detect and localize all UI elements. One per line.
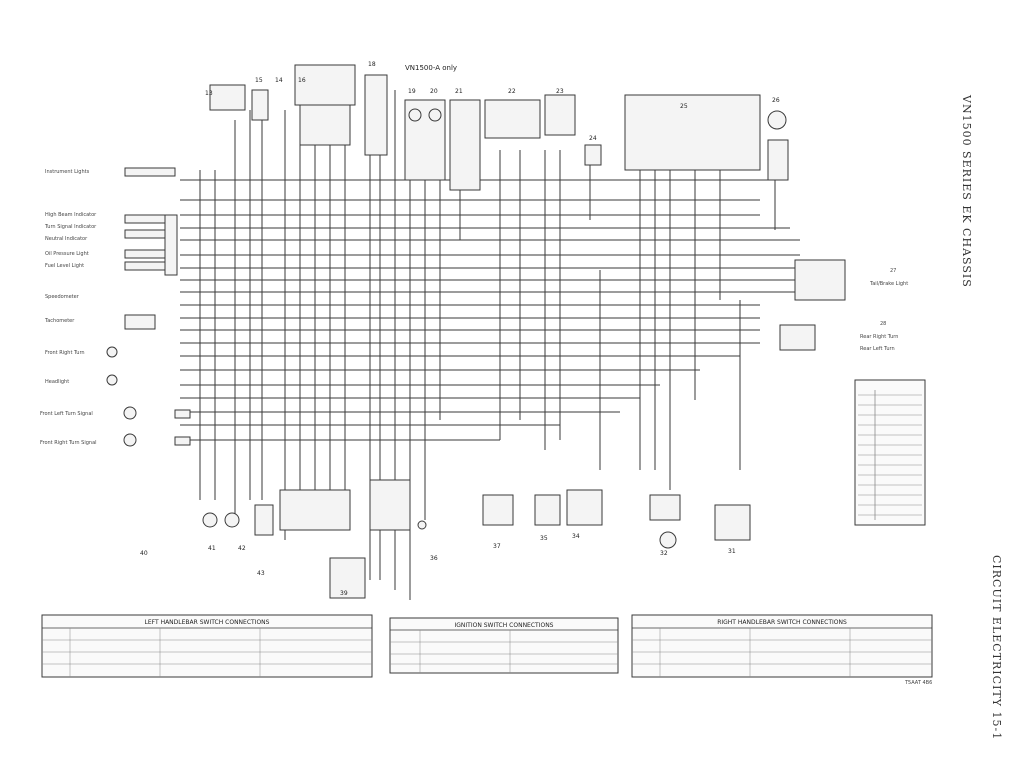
- right-labels: 27 Tail/Brake Light 28 Rear Right Turn R…: [860, 268, 908, 352]
- table-right-title: RIGHT HANDLEBAR SWITCH CONNECTIONS: [717, 619, 847, 626]
- svg-text:19: 19: [408, 88, 416, 95]
- top-components: [209, 64, 789, 191]
- left-labels: Instrument Lights High Beam Indicator Tu…: [40, 169, 97, 446]
- svg-text:Headlight: Headlight: [45, 379, 69, 385]
- svg-text:16: 16: [298, 77, 306, 84]
- svg-text:36: 36: [430, 555, 438, 562]
- svg-text:35: 35: [540, 535, 548, 542]
- svg-text:Turn Signal Indicator: Turn Signal Indicator: [44, 224, 97, 230]
- svg-text:28: 28: [880, 321, 886, 327]
- svg-text:Tachometer: Tachometer: [44, 318, 75, 324]
- right-connectors: [779, 259, 846, 351]
- svg-text:43: 43: [257, 570, 265, 577]
- svg-text:14: 14: [275, 77, 283, 84]
- svg-text:26: 26: [772, 97, 780, 104]
- svg-text:22: 22: [508, 88, 516, 95]
- svg-text:37: 37: [493, 543, 501, 550]
- svg-text:High Beam Indicator: High Beam Indicator: [45, 212, 97, 218]
- left-connectors: [106, 167, 191, 447]
- top-note: VN1500-A only: [405, 64, 457, 72]
- svg-text:32: 32: [660, 550, 668, 557]
- svg-text:21: 21: [455, 88, 463, 95]
- svg-text:Front Right Turn: Front Right Turn: [45, 350, 85, 356]
- svg-text:Speedometer: Speedometer: [45, 294, 80, 300]
- svg-text:39: 39: [340, 590, 348, 597]
- svg-text:15: 15: [255, 77, 263, 84]
- wire-verticals: [199, 90, 776, 600]
- table-center: IGNITION SWITCH CONNECTIONS: [389, 617, 619, 674]
- color-legend: [854, 379, 926, 526]
- svg-text:Front Left Turn Signal: Front Left Turn Signal: [40, 411, 93, 417]
- bottom-components: [202, 479, 751, 599]
- table-center-title: IGNITION SWITCH CONNECTIONS: [455, 622, 554, 629]
- svg-text:13: 13: [205, 90, 213, 97]
- svg-text:Tail/Brake Light: Tail/Brake Light: [869, 281, 908, 287]
- svg-text:Rear Right Turn: Rear Right Turn: [860, 334, 898, 340]
- svg-text:Front Right Turn Signal: Front Right Turn Signal: [40, 440, 97, 446]
- section-title: CIRCUIT ELECTRICITY 15-1: [990, 555, 1003, 741]
- table-left-title: LEFT HANDLEBAR SWITCH CONNECTIONS: [145, 619, 270, 626]
- top-numbers: 13 15 14 16 18 19 20 21 22 23 24 25 26: [205, 61, 780, 142]
- bottom-numbers: 40 41 42 43 39 36 37 35 34 32 31: [140, 533, 736, 597]
- svg-text:27: 27: [890, 268, 896, 274]
- svg-text:31: 31: [728, 548, 736, 555]
- footer-note: T5AAT 4B6: [904, 680, 932, 686]
- svg-text:40: 40: [140, 550, 148, 557]
- svg-text:Neutral Indicator: Neutral Indicator: [45, 236, 88, 242]
- svg-text:20: 20: [430, 88, 438, 95]
- svg-text:Instrument Lights: Instrument Lights: [45, 169, 90, 175]
- table-left: LEFT HANDLEBAR SWITCH CONNECTIONS: [41, 614, 373, 678]
- svg-text:Oil Pressure Light: Oil Pressure Light: [45, 251, 89, 257]
- svg-text:25: 25: [680, 103, 688, 110]
- svg-text:Fuel Level Light: Fuel Level Light: [45, 263, 84, 269]
- model-title: VN1500 SERIES EK CHASSIS: [960, 95, 973, 288]
- svg-text:24: 24: [589, 135, 597, 142]
- svg-text:18: 18: [368, 61, 376, 68]
- svg-text:41: 41: [208, 545, 216, 552]
- svg-text:Rear Left Turn: Rear Left Turn: [860, 346, 895, 352]
- table-right: RIGHT HANDLEBAR SWITCH CONNECTIONS: [631, 614, 933, 678]
- svg-text:34: 34: [572, 533, 580, 540]
- svg-text:42: 42: [238, 545, 246, 552]
- svg-text:23: 23: [556, 88, 564, 95]
